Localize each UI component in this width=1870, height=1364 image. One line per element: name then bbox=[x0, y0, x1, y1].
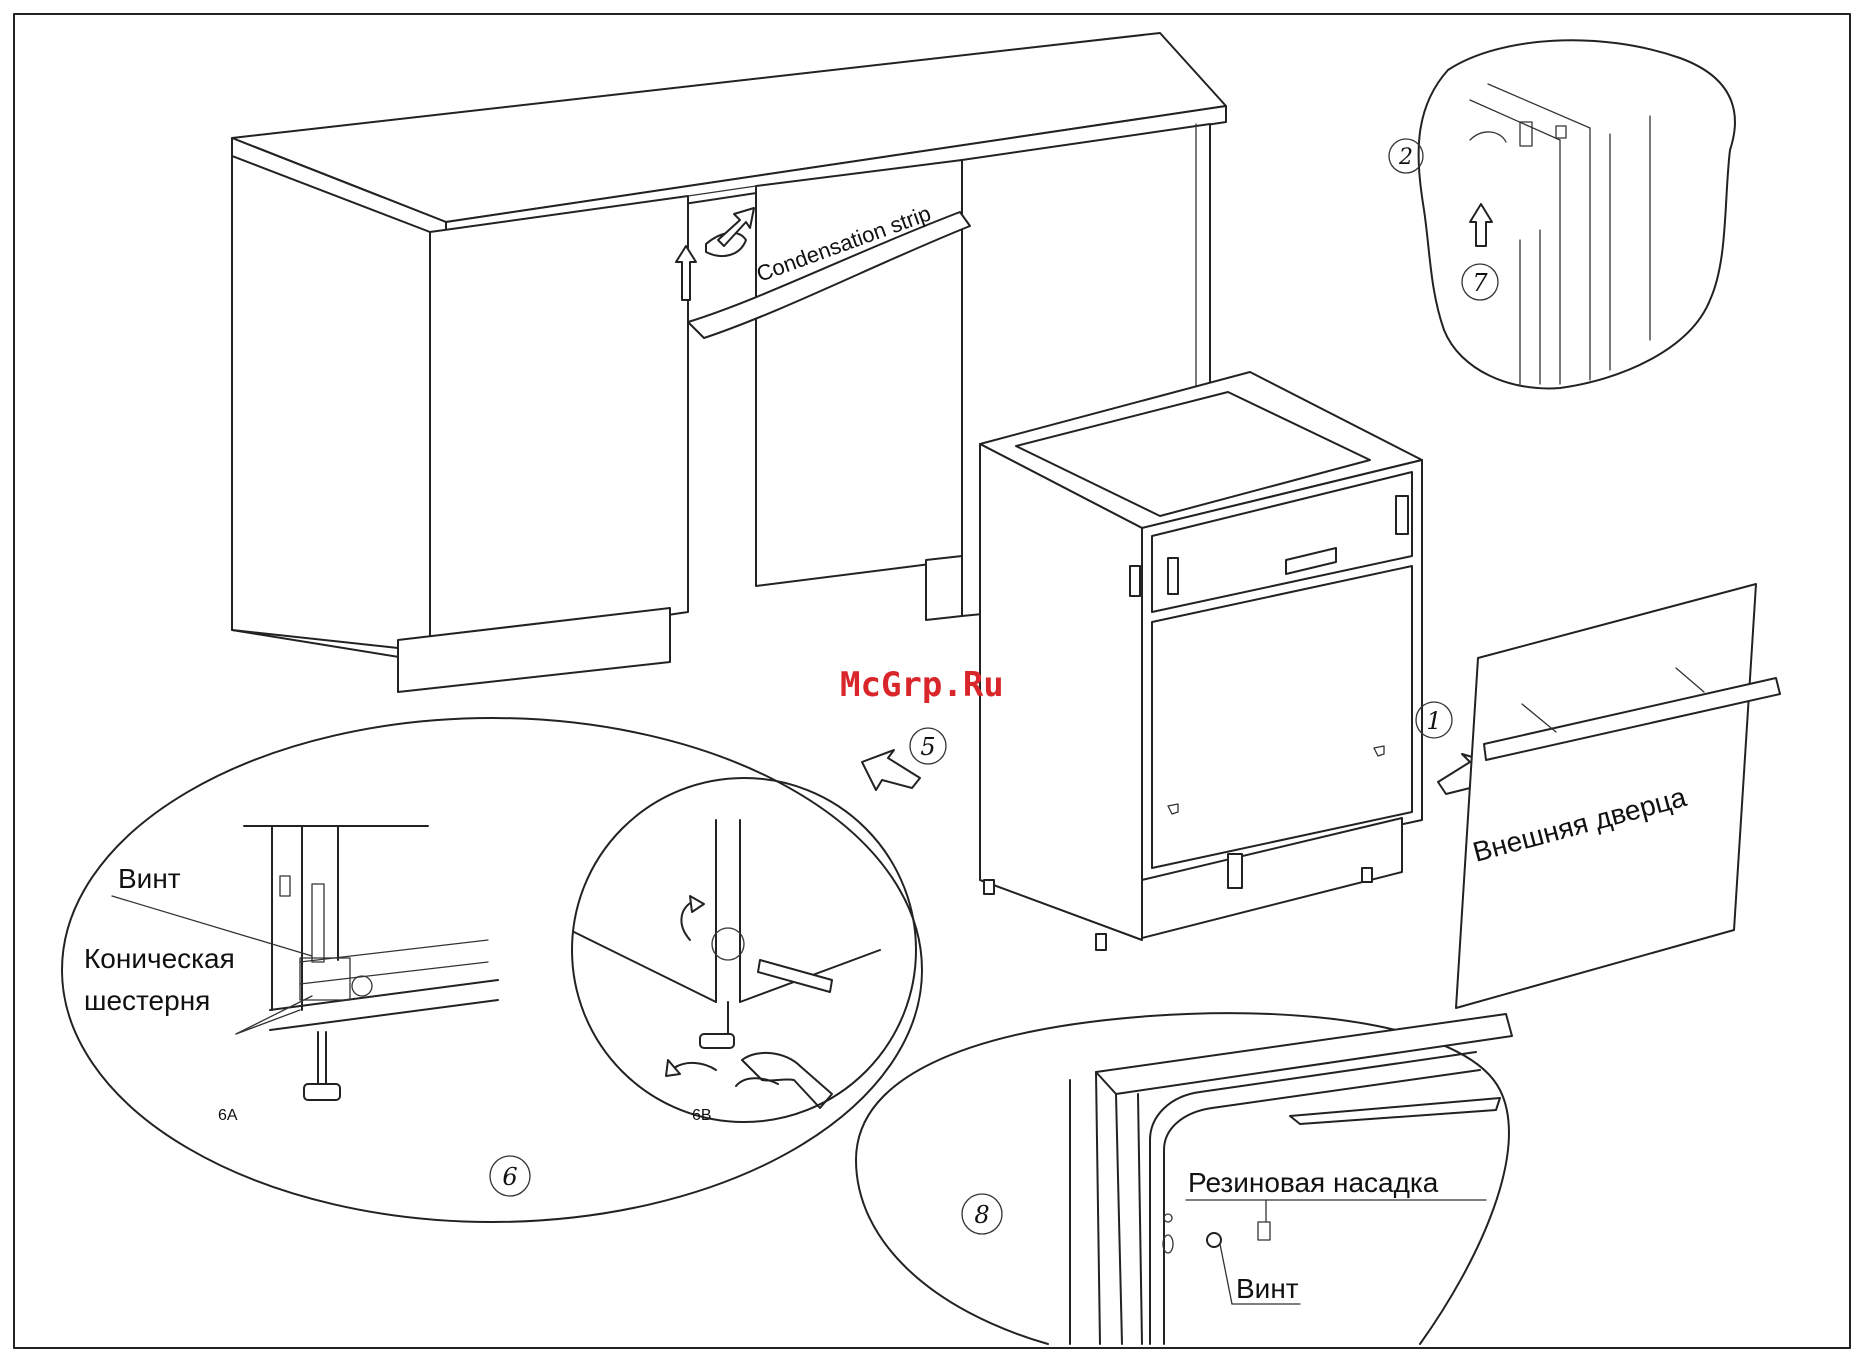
bevel-gear-label-line1: Коническая bbox=[84, 943, 235, 974]
push-arrow-left bbox=[862, 750, 920, 790]
step-2-label: 2 bbox=[1398, 145, 1413, 170]
sub-6a-label: 6A bbox=[218, 1107, 238, 1124]
screw-label-6: Винт bbox=[118, 863, 181, 894]
step-6-label: 6 bbox=[502, 1163, 517, 1191]
rubber-cap-label: Резиновая насадка bbox=[1188, 1167, 1439, 1198]
screw-label-8: Винт bbox=[1236, 1273, 1299, 1304]
step-8-label: 8 bbox=[974, 1201, 989, 1229]
sub-6b-label: 6B bbox=[692, 1107, 712, 1124]
outer-door-panel bbox=[1456, 584, 1780, 1008]
watermark: McGrp.Ru bbox=[840, 665, 1004, 705]
detail-top-right bbox=[1419, 40, 1735, 388]
dishwasher bbox=[980, 372, 1422, 950]
bevel-gear-label-line2: шестерня bbox=[84, 985, 210, 1016]
step-5-label: 5 bbox=[920, 733, 935, 761]
step-1-label: 1 bbox=[1426, 707, 1441, 735]
step-7-label: 7 bbox=[1472, 269, 1488, 297]
